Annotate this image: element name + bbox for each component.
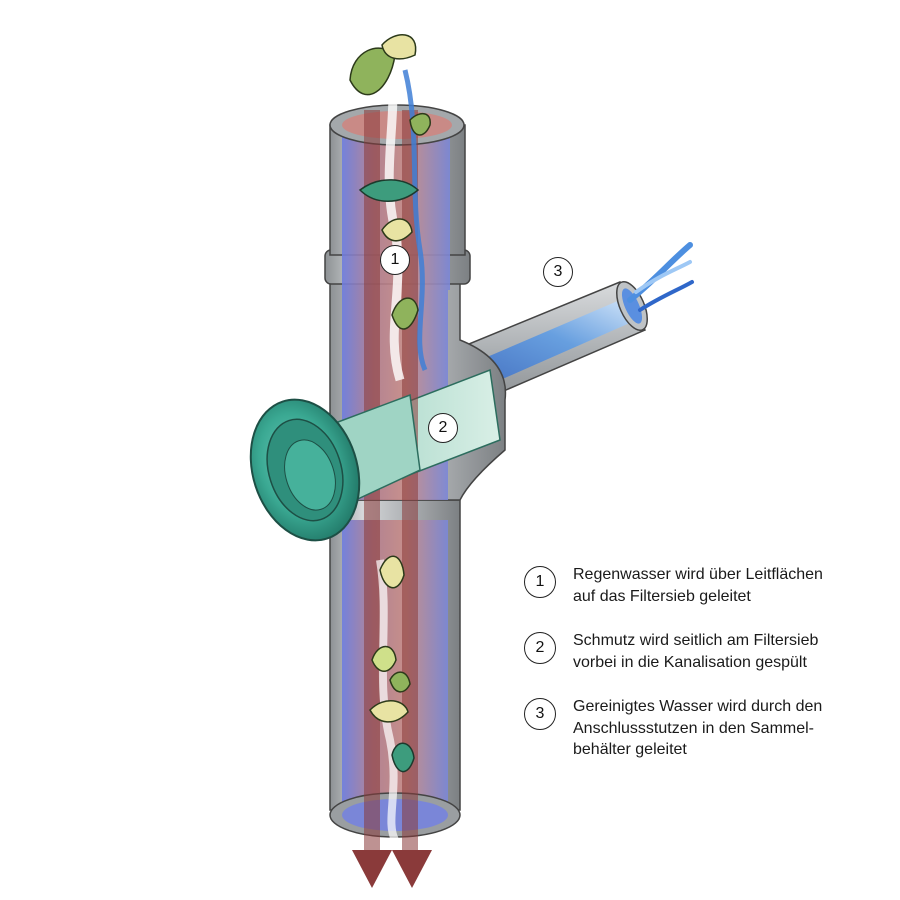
legend-number-1: 1 <box>524 566 556 598</box>
legend-item-3: 3 Gereinigtes Wasser wird durch den Ansc… <box>524 696 884 762</box>
legend-line: Anschlussstutzen in den Sammel- <box>573 719 814 737</box>
legend-line: vorbei in die Kanalisation gespült <box>573 653 807 671</box>
callout-1: 1 <box>380 245 410 275</box>
legend-number-2: 2 <box>524 632 556 664</box>
legend-text-2: Schmutz wird seitlich am Filtersieb vorb… <box>573 630 818 673</box>
callout-2: 2 <box>428 413 458 443</box>
legend: 1 Regenwasser wird über Leitflächen auf … <box>524 564 884 762</box>
legend-text-1: Regenwasser wird über Leitflächen auf da… <box>573 564 823 607</box>
legend-line: auf das Filtersieb geleitet <box>573 587 751 605</box>
legend-item-1: 1 Regenwasser wird über Leitflächen auf … <box>524 564 884 630</box>
legend-item-2: 2 Schmutz wird seitlich am Filtersieb vo… <box>524 630 884 696</box>
legend-text-3: Gereinigtes Wasser wird durch den Anschl… <box>573 696 822 761</box>
legend-line: Regenwasser wird über Leitflächen <box>573 566 823 583</box>
legend-number-3: 3 <box>524 698 556 730</box>
legend-line: Schmutz wird seitlich am Filtersieb <box>573 632 819 649</box>
legend-line: Gereinigtes Wasser wird durch den <box>573 698 823 715</box>
filter-cap <box>249 393 421 542</box>
leaves <box>349 34 431 773</box>
callout-3: 3 <box>543 257 573 287</box>
legend-line: behälter geleitet <box>573 741 687 758</box>
